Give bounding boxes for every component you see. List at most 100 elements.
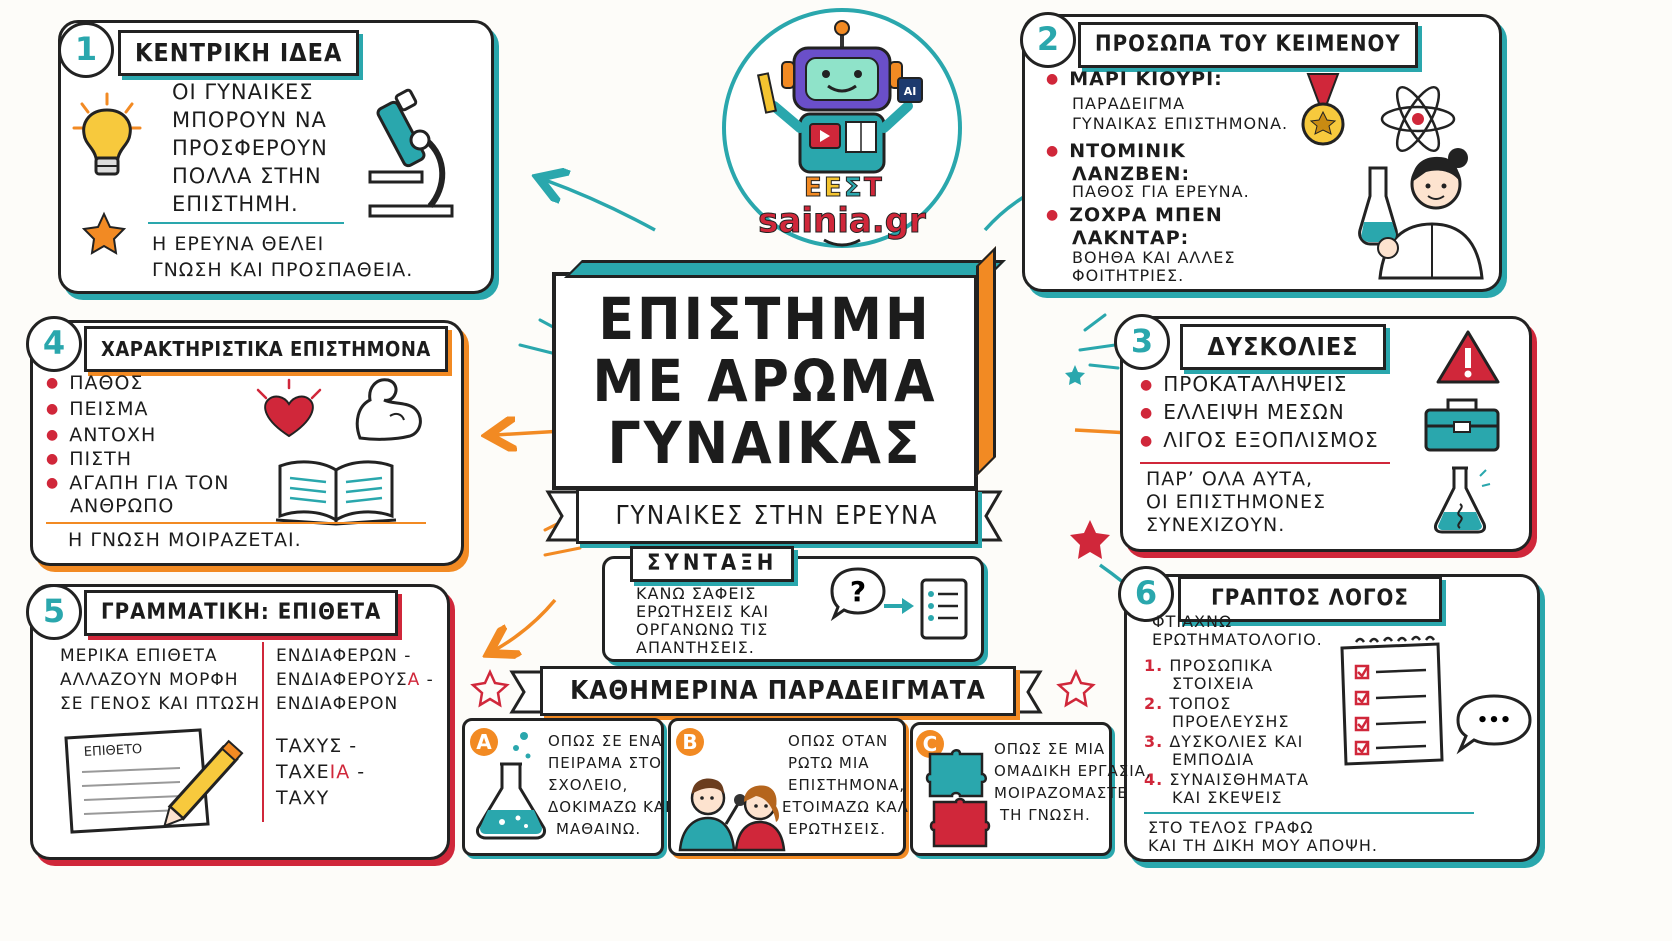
section5-number: 5 xyxy=(26,584,82,640)
section6-intro1: ΦΤΙΑΧΝΩ xyxy=(1152,612,1233,631)
section6-item-4-line1: ΣΥΝΑΙΣΘΗΜΑΤΑ xyxy=(1169,770,1310,789)
section6-intro2: ΕΡΩΤΗΜΑΤΟΛΟΓΙΟ. xyxy=(1152,630,1323,649)
paper-pencil-icon: ΕΠΙΘΕΤΟ xyxy=(64,728,244,834)
section2-p1-desc1: ΠΑΡΑΔΕΙΓΜΑ xyxy=(1072,94,1186,113)
section5-ex1-c: ΕΝΔΙΑΦΕΡΟΝ xyxy=(276,694,399,714)
section6-item-4-line2: ΚΑΙ ΣΚΕΨΕΙΣ xyxy=(1172,788,1283,807)
section6-number: 6 xyxy=(1118,566,1174,622)
heart-icon xyxy=(256,378,322,438)
section4-item-2: ΠΕΙΣΜΑ xyxy=(46,398,149,420)
logo-letter-1: Ε xyxy=(804,173,822,203)
star-decoration-red xyxy=(1070,520,1110,559)
section1-line3: ΠΡΟΣΦΕΡΟΥΝ xyxy=(172,136,328,160)
logo-letter-4: Τ xyxy=(864,173,882,203)
atom-icon xyxy=(1380,86,1456,152)
toolbox-icon xyxy=(1424,398,1500,452)
section3-title: ΔΥΣΚΟΛΙΕΣ xyxy=(1180,324,1386,370)
section5-ex2-b-ending: ΙΑ xyxy=(329,761,351,783)
section3-item-1: ΠΡΟΚΑΤΑΛΗΨΕΙΣ xyxy=(1140,372,1347,396)
arrow-to-section1 xyxy=(545,180,656,232)
example-b-line3: ΕΠΙΣΤΗΜΟΝΑ, xyxy=(788,776,906,794)
section4-separator xyxy=(46,522,426,524)
section6-note2: ΚΑΙ ΤΗ ΔΙΚΗ ΜΟΥ ΑΠΟΨΗ. xyxy=(1148,836,1378,855)
section6-item-3: 3. ΔΥΣΚΟΛΙΕΣ ΚΑΙ xyxy=(1144,732,1303,751)
section4-item-1: ΠΑΘΟΣ xyxy=(46,372,143,394)
section5-ex1-b-ending: Α xyxy=(407,670,421,690)
section6-separator xyxy=(1144,812,1474,814)
example-a-line5: ΜΑΘΑΙΝΩ. xyxy=(556,820,642,838)
section6-item-2-line1: ΤΟΠΟΣ xyxy=(1169,694,1232,713)
example-a-line4: ΔΟΚΙΜΑΖΩ ΚΑΙ xyxy=(548,798,671,816)
syntax-line1: ΚΑΝΩ ΣΑΦΕΙΣ xyxy=(636,584,757,603)
section3-note3: ΣΥΝΕΧΙΖΟΥΝ. xyxy=(1146,514,1286,536)
section3-note1: ΠΑΡ’ ΟΛΑ ΑΥΤΑ, xyxy=(1146,468,1314,490)
section1-line1: ΟΙ ΓΥΝΑΙΚΕΣ xyxy=(172,80,314,104)
section2-number: 2 xyxy=(1020,12,1076,68)
section5-ex1-b-stem: ΕΝΔΙΑΦΕΡΟΥΣ xyxy=(276,670,408,690)
center-title-line2: ΜΕ ΑΡΩΜΑ xyxy=(592,347,938,415)
examples-title: ΚΑΘΗΜΕΡΙΝΑ ΠΑΡΑΔΕΙΓΜΑΤΑ xyxy=(540,666,1016,716)
example-a-line1: ΟΠΩΣ ΣΕ ΕΝΑ xyxy=(548,732,663,750)
syntax-line4: ΑΠΑΝΤΗΣΕΙΣ. xyxy=(636,638,755,657)
interview-kids-icon xyxy=(678,778,786,852)
section3-note2: ΟΙ ΕΠΙΣΤΗΜΟΝΕΣ xyxy=(1146,491,1326,513)
subtitle-ribbon: ΓΥΝΑΙΚΕΣ ΣΤΗΝ ΕΡΕΥΝΑ xyxy=(576,488,978,544)
section6-title: ΓΡΑΠΤΟΣ ΛΟΓΟΣ xyxy=(1178,576,1442,622)
example-b-line5: ΕΡΩΤΗΣΕΙΣ. xyxy=(788,820,887,838)
example-a-line3: ΣΧΟΛΕΙΟ, xyxy=(548,776,629,794)
section2-p3-desc2: ΦΟΙΤΗΤΡΙΕΣ. xyxy=(1072,266,1185,285)
section2-p3-name1: ΖΟΧΡΑ ΜΠΕΝ xyxy=(1046,204,1223,226)
chat-bubble-icon: ••• xyxy=(1456,694,1532,755)
example-c-line3: ΜΟΙΡΑΖΟΜΑΣΤΕ xyxy=(994,784,1128,802)
section6-note1: ΣΤΟ ΤΕΛΟΣ ΓΡΑΦΩ xyxy=(1148,818,1314,837)
section5-left3: ΣΕ ΓΕΝΟΣ ΚΑΙ ΠΤΩΣΗ. xyxy=(60,694,267,714)
section5-ex2-b: ΤΑΧΕΙΑ - xyxy=(276,760,365,785)
section5-ex1-b-dash: - xyxy=(420,670,434,690)
section3-number: 3 xyxy=(1114,314,1170,370)
example-c-line1: ΟΠΩΣ ΣΕ ΜΙΑ xyxy=(994,740,1106,758)
section5-ex2-b-dash: - xyxy=(350,761,366,783)
section6-item-1-line1: ΠΡΟΣΩΠΙΚΑ xyxy=(1169,656,1274,675)
muscle-arm-icon xyxy=(355,378,422,441)
example-a-line2: ΠΕΙΡΑΜΑ ΣΤΟ xyxy=(548,754,662,772)
section1-line5: ΕΠΙΣΤΗΜΗ. xyxy=(172,192,299,216)
section1-number: 1 xyxy=(58,22,114,78)
center-title-line1: ΕΠΙΣΤΗΜΗ xyxy=(598,285,932,353)
example-b-letter: B xyxy=(676,728,704,756)
section2-p2-name1: ΝΤΟΜΙΝΙΚ xyxy=(1046,140,1186,162)
checklist-notepad-icon xyxy=(1340,635,1444,766)
puzzle-pieces-icon xyxy=(925,749,991,848)
section6-item-3-line2: ΕΜΠΟΔΙΑ xyxy=(1172,750,1255,769)
section6-item-1-number: 1. xyxy=(1144,656,1164,675)
syntax-line3: ΟΡΓΑΝΩΝΩ ΤΙΣ xyxy=(636,620,769,639)
chat-bubble-dots: ••• xyxy=(1477,710,1512,731)
paper-label: ΕΠΙΘΕΤΟ xyxy=(83,742,142,760)
section4-item-3: ΑΝΤΟΧΗ xyxy=(46,424,156,446)
arrow-to-section5 xyxy=(495,598,557,650)
scientist-woman-icon xyxy=(1358,148,1484,280)
section2-p1-desc2: ΓΥΝΑΙΚΑΣ ΕΠΙΣΤΗΜΟΝΑ. xyxy=(1072,114,1289,133)
speech-bubble-icon: ? xyxy=(830,567,886,622)
section5-title: ΓΡΑΜΜΑΤΙΚΗ: ΕΠΙΘΕΤΑ xyxy=(84,590,399,636)
section6-item-2: 2. ΤΟΠΟΣ xyxy=(1144,694,1231,713)
syntax-line2: ΕΡΩΤΗΣΕΙΣ ΚΑΙ xyxy=(636,602,770,621)
checklist-icon xyxy=(920,578,968,640)
section4-item-4: ΠΙΣΤΗ xyxy=(46,448,132,470)
logo: AI Ε Ε Σ Τ sainia.gr xyxy=(712,8,972,260)
section6-item-1-line2: ΣΤΟΙΧΕΙΑ xyxy=(1172,674,1254,693)
logo-letter-3: Σ xyxy=(844,173,862,203)
section6-item-3-line1: ΔΥΣΚΟΛΙΕΣ ΚΑΙ xyxy=(1169,732,1304,751)
section1-line2: ΜΠΟΡΟΥΝ ΝΑ xyxy=(172,108,327,132)
section5-ex2-a: ΤΑΧΥΣ - xyxy=(276,735,358,757)
example-c-line4: ΤΗ ΓΝΩΣΗ. xyxy=(1000,806,1091,824)
section5-ex1-a: ΕΝΔΙΑΦΕΡΩΝ - xyxy=(276,646,412,666)
star-outline-left xyxy=(470,668,510,708)
section1-separator xyxy=(148,222,344,224)
microscope-icon xyxy=(368,88,454,218)
erlenmeyer-flask-icon xyxy=(476,732,546,840)
example-b-line4: ΕΤΟΙΜΑΖΩ ΚΑΛΕΣ xyxy=(782,798,930,816)
open-book-icon xyxy=(275,460,397,526)
example-a-letter: A xyxy=(470,728,498,756)
section5-ex2-b-stem: ΤΑΧΕ xyxy=(276,761,330,783)
example-c-line2: ΟΜΑΔΙΚΗ ΕΡΓΑΣΙΑ, xyxy=(994,762,1152,780)
